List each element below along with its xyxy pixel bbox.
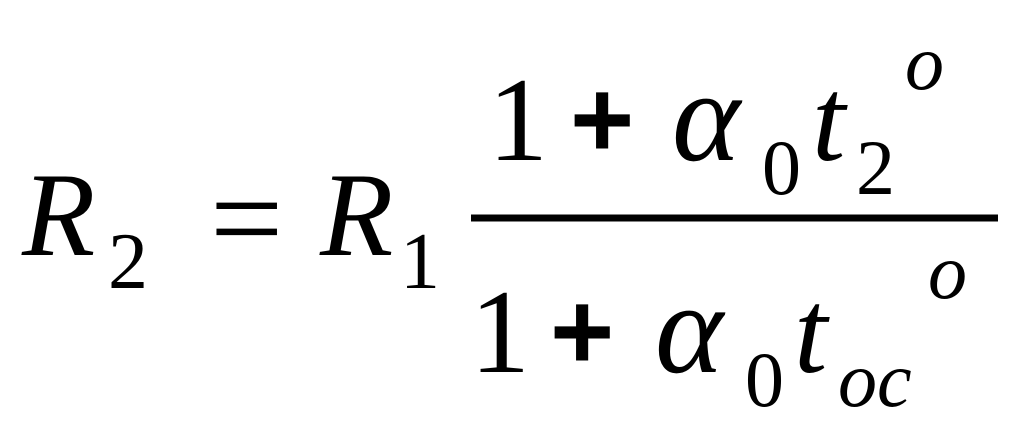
lhs-subscript: 2 <box>108 218 148 306</box>
denominator-alpha: α <box>655 257 726 401</box>
rhs-subscript: 1 <box>400 218 440 306</box>
numerator-alpha-subscript: 0 <box>762 124 801 211</box>
denominator-alpha-subscript: 0 <box>745 336 784 423</box>
numerator-degree: o <box>905 19 944 106</box>
lhs-variable: R <box>21 148 95 281</box>
numerator-alpha: α <box>672 45 743 189</box>
rhs-variable: R <box>319 148 393 281</box>
numerator-t-subscript: 2 <box>856 124 895 211</box>
denominator-t-subscript: oc <box>838 336 912 423</box>
denominator-one: 1 <box>470 265 530 398</box>
numerator-one: 1 <box>488 53 548 186</box>
denominator-plus: + <box>550 270 614 393</box>
numerator-plus: + <box>570 58 634 181</box>
denominator-degree: o <box>928 228 967 315</box>
numerator-t: t <box>812 53 848 186</box>
denominator-t: t <box>794 265 830 398</box>
equals-sign: = <box>210 147 283 291</box>
